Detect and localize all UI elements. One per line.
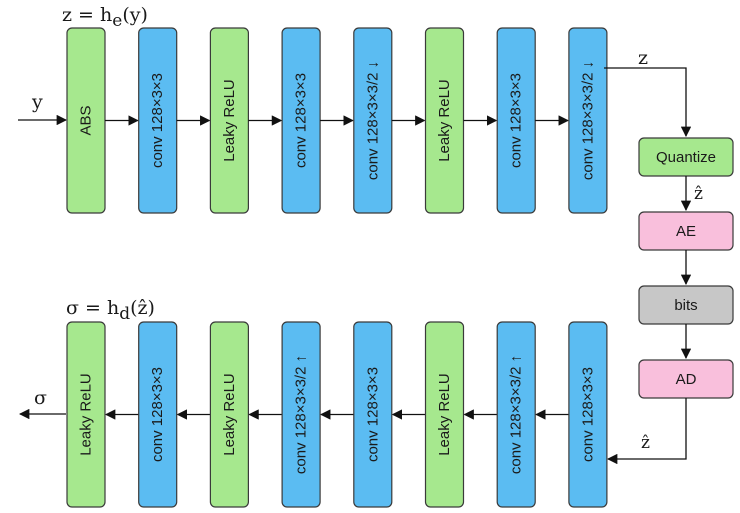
zhat-top-label: ẑ	[694, 184, 703, 204]
decoder-equation: σ = hd(ẑ)	[66, 297, 155, 324]
ad-label: AD	[676, 371, 697, 388]
zhat-bottom-label: ẑ	[641, 433, 650, 453]
bits-label: bits	[674, 297, 697, 314]
encoder-to-quantize-arrow	[604, 67, 692, 138]
decoder-blocks: Leaky ReLU conv 128×3×3 Leaky ReLU conv 128…	[66, 321, 608, 508]
decoder-eq-sub: d	[119, 304, 130, 324]
decoder-block-6-label: Leaky ReLU	[436, 373, 453, 456]
encoder-block-1-label: ABS	[78, 105, 95, 135]
encoder-block-2-label: conv 128×3×3	[149, 73, 166, 168]
encoder-eq-rhs: (y)	[122, 4, 148, 26]
quantize-label: Quantize	[656, 149, 716, 166]
encoder-equation: z = he(y)	[62, 4, 148, 31]
encoder-output-label: z	[638, 47, 648, 69]
encoder-eq-sub: e	[112, 11, 122, 31]
decoder-block-7-label: conv 128×3×3/2 ↑	[508, 355, 525, 474]
encoder-block-5-label: conv 128×3×3/2 ↓	[364, 61, 381, 180]
encoder-input-label: y	[31, 91, 43, 113]
encoder-block-7-label: conv 128×3×3	[508, 73, 525, 168]
ad-to-decoder-arrow	[606, 398, 687, 465]
encoder-block-3-label: Leaky ReLU	[221, 79, 238, 162]
decoder-eq-lhs: σ = h	[66, 297, 119, 319]
decoder-eq-rhs: (ẑ)	[130, 297, 155, 319]
encoder-block-8-label: conv 128×3×3/2 ↓	[579, 61, 596, 180]
decoder-block-1-label: Leaky ReLU	[78, 373, 95, 456]
encoder-block-8	[568, 27, 608, 214]
decoder-block-4-label: conv 128×3×3/2 ↑	[293, 355, 310, 474]
encoder-blocks: ABS conv 128×3×3 Leaky ReLU conv 128×3×3 con…	[66, 27, 608, 214]
decoder-block-5-label: conv 128×3×3	[364, 367, 381, 462]
encoder-block-4-label: conv 128×3×3	[293, 73, 310, 168]
decoder-block-8	[568, 321, 608, 508]
encoder-eq-lhs: z = h	[62, 4, 112, 26]
decoder-output-label: σ	[34, 387, 47, 409]
encoder-block-6-label: Leaky ReLU	[436, 79, 453, 162]
ae-label: AE	[676, 223, 696, 240]
decoder-block-2-label: conv 128×3×3	[149, 367, 166, 462]
decoder-block-8-label: conv 128×3×3	[579, 367, 596, 462]
decoder-block-3-label: Leaky ReLU	[221, 373, 238, 456]
